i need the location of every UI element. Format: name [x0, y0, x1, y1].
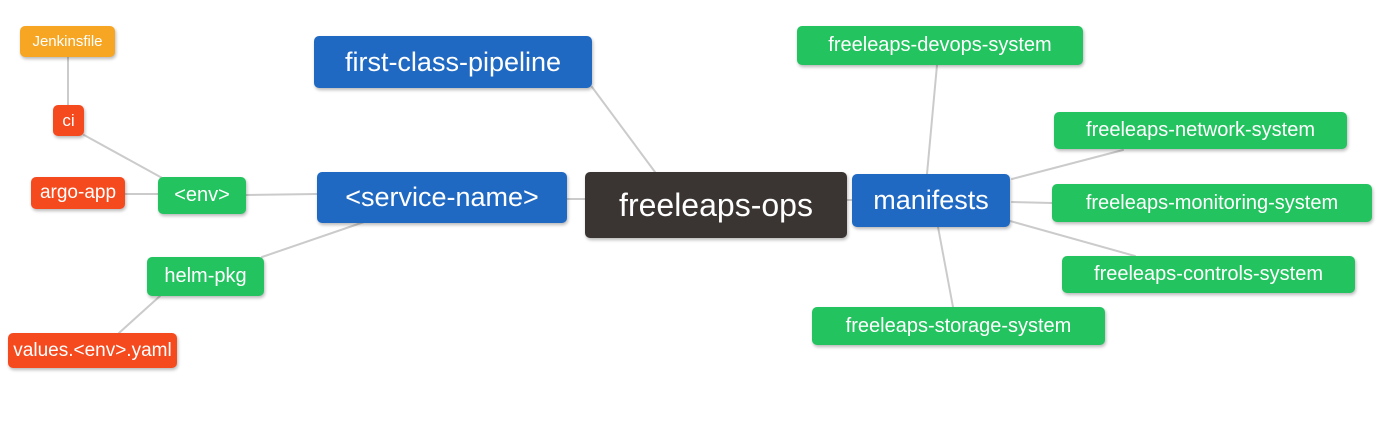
node-service-name[interactable]: <service-name> — [317, 172, 567, 223]
node-freeleaps-network-system[interactable]: freeleaps-network-system — [1054, 112, 1347, 149]
edge-helm-pkg-service-name — [261, 221, 365, 258]
edge-manifests-monitoring — [1011, 201, 1053, 204]
edge-manifests-controls — [1009, 220, 1136, 257]
edge-values-helm-pkg — [118, 295, 161, 334]
node-first-class-pipeline[interactable]: first-class-pipeline — [314, 36, 592, 88]
edge-manifests-devops — [926, 64, 938, 175]
node-manifests[interactable]: manifests — [852, 174, 1010, 227]
edge-pipeline-root — [591, 86, 656, 173]
node-freeleaps-controls-system[interactable]: freeleaps-controls-system — [1062, 256, 1355, 293]
node-root-freeleaps-ops[interactable]: freeleaps-ops — [585, 172, 847, 238]
edge-ci-env — [83, 134, 165, 180]
node-ci[interactable]: ci — [53, 105, 84, 136]
node-env[interactable]: <env> — [158, 177, 246, 214]
node-freeleaps-devops-system[interactable]: freeleaps-devops-system — [797, 26, 1083, 65]
node-freeleaps-storage-system[interactable]: freeleaps-storage-system — [812, 307, 1105, 345]
node-values-env-yaml[interactable]: values.<env>.yaml — [8, 333, 177, 368]
node-helm-pkg[interactable]: helm-pkg — [147, 257, 264, 296]
edge-manifests-storage — [937, 226, 954, 308]
node-freeleaps-monitoring-system[interactable]: freeleaps-monitoring-system — [1052, 184, 1372, 222]
edge-env-service-name — [245, 193, 318, 196]
node-jenkinsfile[interactable]: Jenkinsfile — [20, 26, 115, 57]
node-argo-app[interactable]: argo-app — [31, 177, 125, 209]
edge-manifests-network — [1011, 149, 1124, 180]
